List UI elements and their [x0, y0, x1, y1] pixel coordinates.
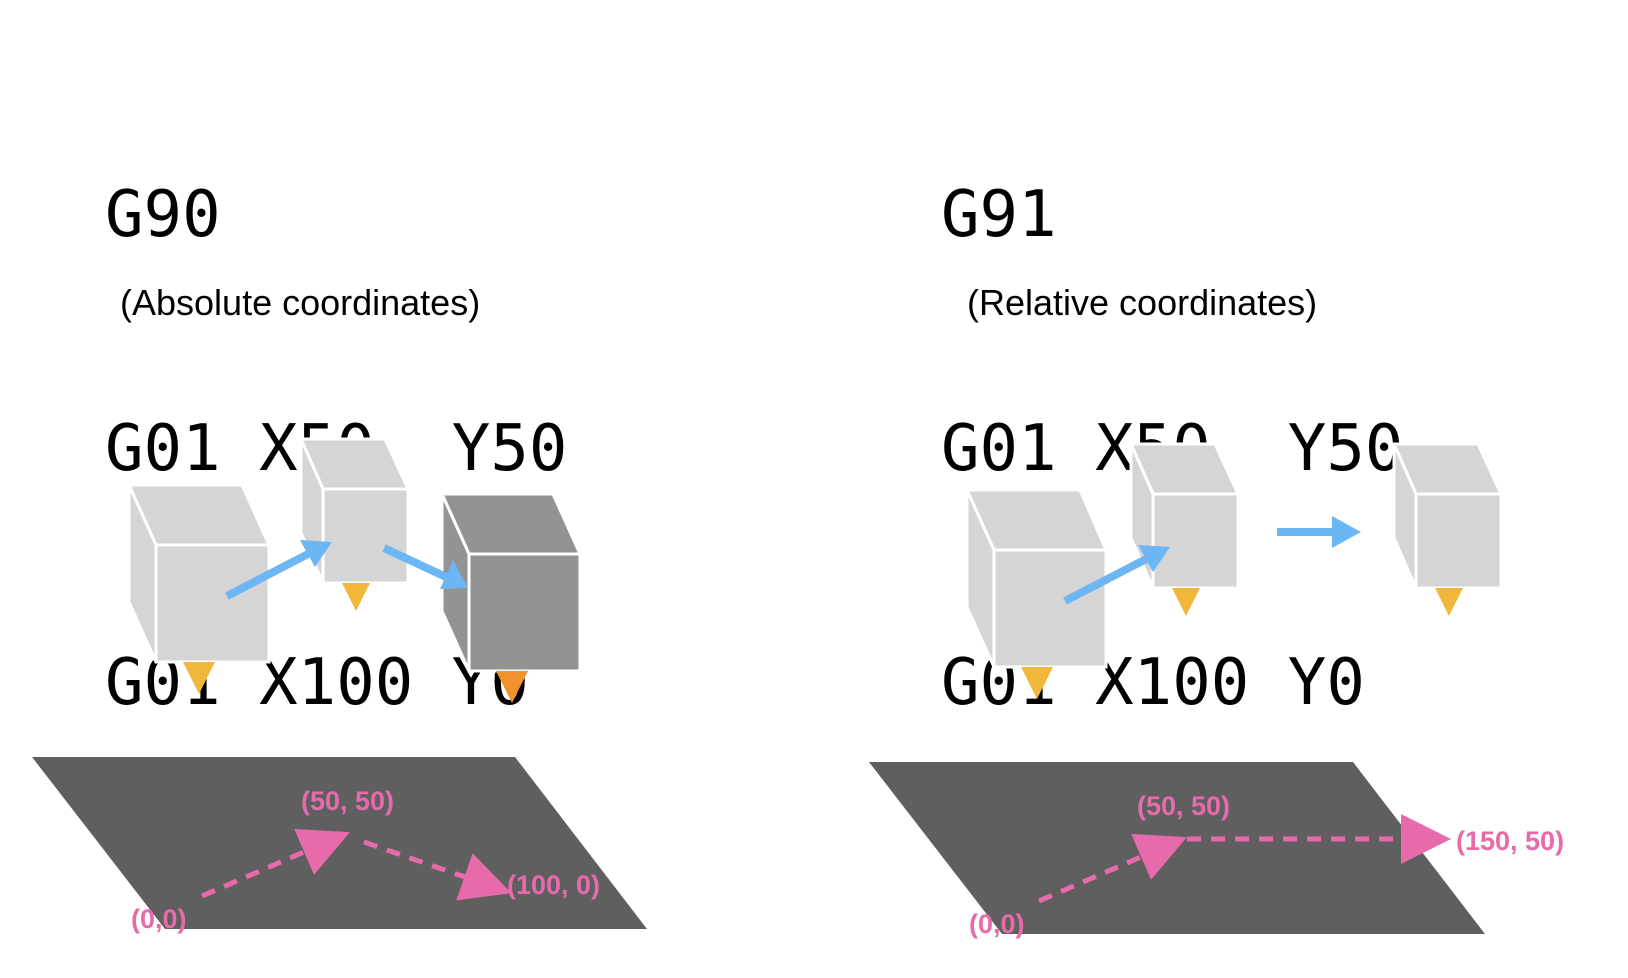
- print-head-start: [964, 488, 1109, 699]
- coordinate-mode-caption: (Absolute coordinates): [120, 282, 481, 323]
- head-move-arrow: [225, 540, 332, 600]
- print-bed: [32, 757, 647, 929]
- nozzle-icon: [1021, 667, 1053, 699]
- nozzle-icon: [183, 662, 215, 694]
- point-label: (100, 0): [507, 870, 600, 900]
- print-head-end: [1391, 442, 1504, 616]
- head-move-arrow: [1277, 516, 1361, 548]
- print-head-start: [126, 483, 272, 694]
- head-move-arrow: [382, 544, 468, 589]
- nozzle-icon: [496, 671, 528, 703]
- gcode-line: G01 X100 Y0: [941, 646, 1365, 720]
- point-label: (0,0): [131, 904, 187, 934]
- absolute-illustration: (0,0) (50, 50) (100, 0): [32, 437, 647, 934]
- nozzle-icon: [1435, 588, 1463, 616]
- head-move-arrow: [1063, 545, 1170, 605]
- nozzle-icon: [1172, 588, 1200, 616]
- point-label: (0,0): [969, 909, 1025, 939]
- point-label: (50, 50): [301, 786, 394, 816]
- print-head-end: [439, 492, 583, 703]
- print-head-mid: [298, 437, 411, 611]
- toolpath-segment: [363, 839, 512, 901]
- point-label: (50, 50): [1137, 791, 1230, 821]
- gcode-block: G90 G01 X50 Y50 G01 X100 Y0: [105, 20, 567, 878]
- gcode-line: G90: [105, 178, 221, 252]
- absolute-panel: G90 G01 X50 Y50 G01 X100 Y0 (Absolute co…: [32, 20, 647, 934]
- nozzle-icon: [342, 583, 370, 611]
- print-head-mid: [1128, 442, 1241, 616]
- relative-panel: G91 G01 X50 Y50 G01 X100 Y0 (Relative co…: [814, 0, 1628, 978]
- print-bed: [869, 762, 1485, 934]
- point-label: (150, 50): [1456, 826, 1564, 856]
- coordinate-mode-caption: (Relative coordinates): [967, 282, 1318, 323]
- gcode-line: G91: [941, 178, 1057, 252]
- relative-illustration: (0,0) (50, 50) (150, 50): [869, 442, 1564, 939]
